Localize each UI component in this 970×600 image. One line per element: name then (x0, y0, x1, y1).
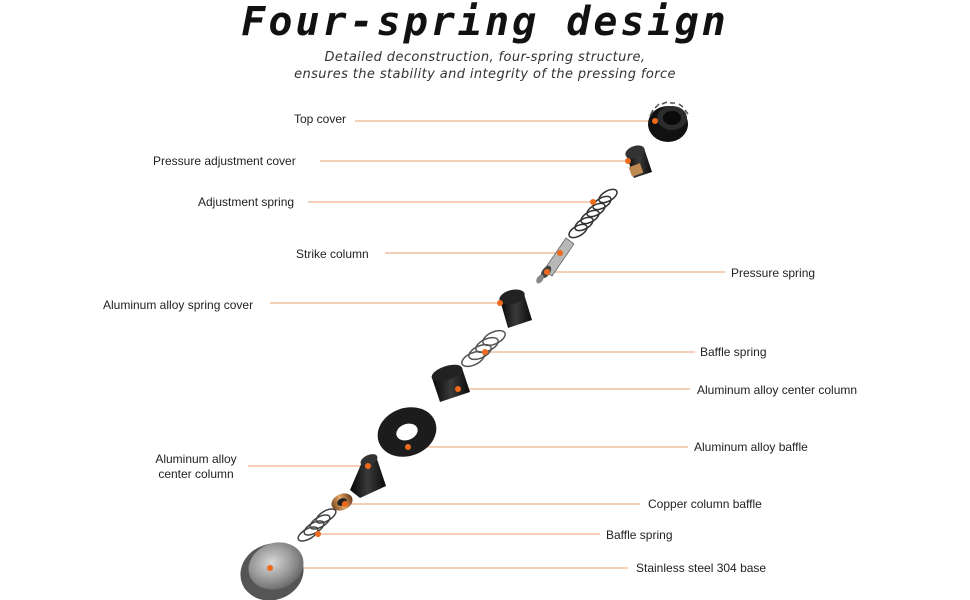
top-cover-part (648, 101, 689, 142)
label-stainless-steel-base: Stainless steel 304 base (636, 561, 767, 575)
label-pressure-spring: Pressure spring (731, 266, 816, 280)
label-aluminum-alloy-center-column-left-2: center column (158, 467, 234, 481)
leader-dots (267, 118, 658, 571)
label-baffle-spring-lower: Baffle spring (606, 528, 673, 542)
pressure-adjustment-cover-part (625, 145, 652, 178)
label-strike-column: Strike column (296, 247, 369, 261)
label-baffle-spring-upper: Baffle spring (700, 345, 767, 359)
label-aluminum-alloy-center-column-left-1: Aluminum alloy (155, 452, 237, 466)
aluminum-alloy-center-column-part (431, 364, 470, 402)
adjustment-spring-part (568, 188, 618, 239)
subtitle-line-1: Detailed deconstruction, four-spring str… (324, 50, 646, 65)
aluminum-alloy-spring-cover-part (499, 289, 532, 328)
diagram-title: Four-spring design (241, 0, 729, 45)
strike-column-part (536, 237, 575, 284)
leader-lines (248, 120, 725, 569)
label-aluminum-alloy-center-column: Aluminum alloy center column (697, 383, 858, 397)
copper-column-baffle-part (331, 493, 353, 511)
label-pressure-adjustment-cover: Pressure adjustment cover (153, 154, 296, 168)
label-aluminum-alloy-baffle: Aluminum alloy baffle (694, 440, 808, 454)
aluminum-alloy-baffle-part (377, 407, 437, 457)
aluminum-alloy-center-column-lower-part (350, 454, 386, 498)
label-top-cover: Top cover (294, 112, 347, 126)
label-aluminum-alloy-spring-cover: Aluminum alloy spring cover (103, 298, 254, 312)
baffle-spring-upper-part (461, 329, 506, 368)
stainless-steel-base-part (240, 542, 304, 600)
label-adjustment-spring: Adjustment spring (198, 195, 295, 209)
label-copper-column-baffle: Copper column baffle (648, 497, 762, 511)
subtitle-line-2: ensures the stability and integrity of t… (294, 67, 676, 82)
baffle-spring-lower-part (297, 508, 337, 542)
